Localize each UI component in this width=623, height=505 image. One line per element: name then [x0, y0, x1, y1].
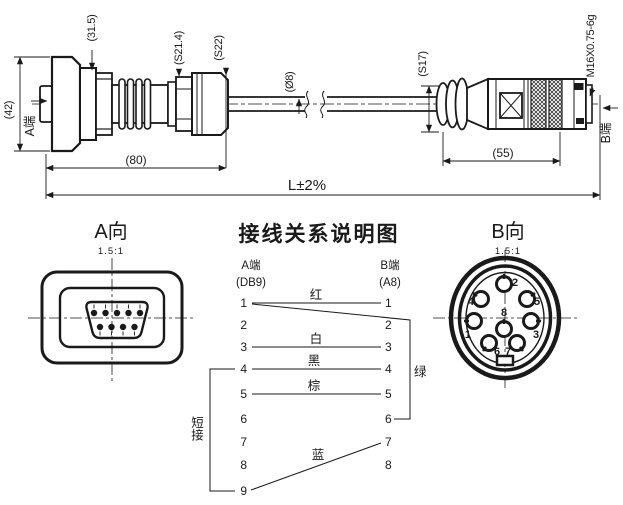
- side-view: [14, 50, 618, 200]
- dim-s21-4-label: (S21.4): [173, 31, 185, 65]
- dim-o8-label: (Ø8): [284, 72, 296, 93]
- b-pin-8: 8: [385, 458, 392, 472]
- b-knurl-band-1: [530, 78, 547, 130]
- a-pin-2: 2: [240, 318, 247, 332]
- b-pin-label-1: 1: [465, 329, 471, 341]
- view-a-title: A向: [94, 220, 127, 243]
- wire-label-green: 绿: [414, 364, 427, 379]
- a-view-inner-shell: [58, 286, 166, 349]
- dim-80-label: (80): [125, 153, 146, 167]
- dimensions: [14, 50, 618, 200]
- view-b-scale: 1.5:1: [495, 246, 521, 257]
- b-pin-3: 3: [385, 340, 392, 354]
- wire-label-red: 红: [310, 287, 323, 302]
- view-a: A向 1.5:1: [28, 220, 196, 383]
- b-view-outer-ring: [448, 255, 562, 381]
- db9-pins: [90, 309, 144, 331]
- b-pin-label-6: 6: [494, 346, 500, 358]
- b-pin-2: 2: [385, 318, 392, 332]
- wiring-b-pins: 1 2 3 4 5 6 7 8: [385, 296, 392, 472]
- a-flange-large: [50, 55, 82, 153]
- b-pin-label-8: 8: [501, 307, 507, 319]
- db9-pin-number-ticks: [93, 304, 141, 336]
- a-pin-4: 4: [240, 362, 247, 376]
- b-pin-6: 6: [385, 412, 392, 426]
- a-pin-3: 3: [240, 340, 247, 354]
- b-end-connector: [435, 77, 593, 131]
- db9-connector-outline: [85, 300, 149, 340]
- b-knurl-band-2: [548, 78, 563, 130]
- a-gland-nut: [191, 72, 229, 136]
- b-end-label: B端: [599, 123, 613, 144]
- jumper-label-short: 短接: [189, 416, 203, 441]
- wiring-a-pins: 1 2 3 4 5 6 7 8 9: [240, 296, 247, 498]
- wire-label-brown: 棕: [308, 378, 321, 393]
- side-view-labels: (42) A端 (31.5) (S21.4) (S22) (Ø8) (S17) …: [3, 14, 613, 194]
- b-taper: [466, 77, 489, 131]
- wiring-title: 接线关系说明图: [239, 222, 400, 246]
- a-pin-8: 8: [240, 458, 247, 472]
- b-pin-label-2: 2: [512, 277, 518, 289]
- a-hex-nut: [175, 76, 193, 132]
- view-b: B向 1.5:1 2 4 5 1 8: [433, 220, 579, 388]
- a-end-connector: [39, 55, 229, 153]
- b-pin-label-4: 4: [468, 296, 475, 308]
- wire-a1-b6-green: [251, 303, 411, 420]
- dim-42-label: (42): [3, 101, 15, 119]
- b-pin-7: 7: [385, 435, 392, 449]
- b-view-pin-numbers: 2 4 5 1 8 3 6 7: [465, 277, 540, 358]
- a-collar: [167, 81, 177, 127]
- dim-31-5-label: (31.5): [86, 15, 98, 42]
- dim-55-label: (55): [492, 146, 513, 160]
- b-view-middle-ring: [457, 264, 553, 372]
- b-pin-label-3: 3: [533, 329, 539, 341]
- cable-break-symbol: [304, 90, 310, 119]
- wiring-a-sub: (DB9): [236, 277, 266, 289]
- jumper-a4-a9: [209, 368, 235, 492]
- a-pin-5: 5: [240, 387, 247, 401]
- wire-a9-b7-blue: [250, 442, 382, 491]
- a-grip-ribs: [118, 78, 152, 130]
- dim-length-label: L±2%: [288, 177, 326, 194]
- a-pin-7: 7: [240, 435, 247, 449]
- b-pin-5: 5: [385, 387, 392, 401]
- wire-label-white: 白: [310, 331, 323, 346]
- view-b-title: B向: [491, 220, 524, 243]
- b-pin-4: 4: [385, 362, 392, 376]
- b-pin-label-5: 5: [534, 296, 540, 308]
- a-face-plate: [39, 85, 53, 123]
- a-view-outer-shell: [40, 270, 184, 365]
- thread-leader: [589, 87, 596, 97]
- dim-s22-label: (S22): [213, 35, 225, 60]
- wiring-a-header: A端: [241, 259, 260, 272]
- a-pin-1: 1: [240, 296, 247, 310]
- a-pin-6: 6: [240, 412, 247, 426]
- b-view-key-notch: [495, 354, 515, 367]
- b-thread-end: [585, 84, 593, 124]
- dim-s17-label: (S17): [417, 51, 429, 76]
- a-flange-small: [79, 67, 97, 141]
- a-end-label: A端: [23, 116, 37, 137]
- b-pin-1: 1: [385, 296, 392, 310]
- wiring-b-sub: (A8): [379, 277, 401, 289]
- wiring-lines: [209, 302, 411, 492]
- a-pin-9: 9: [240, 484, 247, 498]
- wire-label-blue: 蓝: [312, 448, 325, 462]
- wire-label-black: 黑: [308, 354, 321, 368]
- thread-label: M16X0.75-6g: [585, 14, 597, 77]
- b-view-pins: [464, 274, 541, 352]
- b-strain-relief: [435, 77, 470, 131]
- view-a-scale: 1.5:1: [98, 246, 124, 257]
- b-pin-label-7: 7: [505, 346, 511, 358]
- wiring-diagram: 接线关系说明图 A端 (DB9) B端 (A8) 1 2 3 4 5 6 7 8…: [189, 222, 427, 498]
- a-step-collar: [95, 72, 113, 136]
- wiring-b-header: B端: [380, 259, 399, 272]
- cable: [228, 90, 437, 119]
